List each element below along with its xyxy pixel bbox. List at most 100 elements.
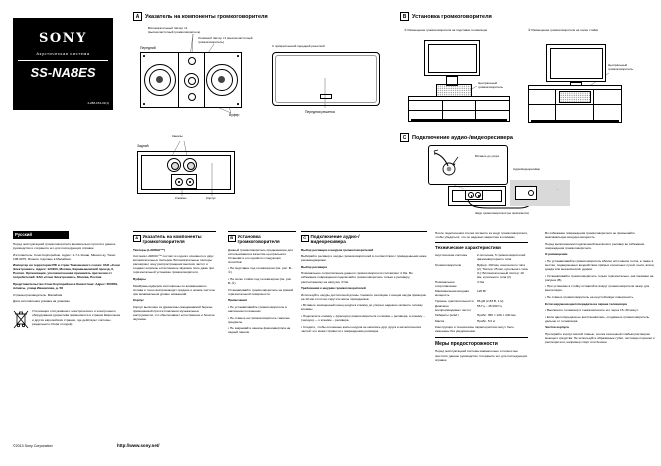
paragraph: Перед выполнением подключений выключите … bbox=[545, 241, 645, 250]
column-specs: После подключения слегка потяните за шну… bbox=[435, 231, 528, 364]
spec-value: 4 Ом bbox=[477, 280, 485, 285]
ports-label: Каналы bbox=[172, 134, 183, 138]
sony-logo: SONY bbox=[39, 31, 87, 46]
cabinet-divider bbox=[555, 89, 556, 122]
cabinet-top-edge bbox=[409, 100, 509, 101]
speaker-cord-label: Шнур громкоговорителя (не прилагается) bbox=[475, 211, 529, 215]
woofer-right bbox=[206, 64, 238, 96]
terminal-post bbox=[467, 192, 474, 198]
section-c-header: C Подключение аудио-/видеоресивера bbox=[400, 133, 513, 142]
spec-value: Вуфер: 100 мм, конического типа (2); Тви… bbox=[477, 262, 528, 279]
paragraph: Перед эксплуатацией системы внимательно … bbox=[435, 349, 528, 362]
list-item: • Устанавливайте громкоговоритель только… bbox=[545, 273, 654, 282]
av-receiver bbox=[515, 186, 537, 200]
spec-label: Громкоговорители bbox=[435, 262, 462, 267]
column-section-b: B Установка громкоговорителя Данный гром… bbox=[228, 231, 296, 337]
bass-reflex-port-left bbox=[167, 158, 181, 172]
list-item: • На полке стойки под телевизором (см. р… bbox=[228, 277, 292, 286]
subheading: О размещении bbox=[545, 252, 568, 257]
grille-caption: С прикрепленной передней решеткой bbox=[272, 44, 325, 48]
spec-label: Диапазон воспроизводимых частот bbox=[435, 304, 472, 313]
section-b-title: Установка громкоговорителя bbox=[412, 13, 492, 20]
paragraph: Устанавливайте громкоговоритель на ровно… bbox=[228, 287, 294, 296]
spec-label: Масса bbox=[435, 318, 445, 323]
section-b-letter: B bbox=[400, 12, 409, 21]
spec-value: 2-полосная, 5 громкоговорителей, фазоинв… bbox=[477, 253, 527, 262]
speaker-rear-view bbox=[137, 151, 235, 194]
sony-badge bbox=[320, 94, 332, 99]
spec-value: 120 Вт bbox=[477, 289, 487, 294]
column-section-a: A Указатель на компоненты громкоговорите… bbox=[133, 231, 216, 324]
product-tagline: Акустическая система bbox=[36, 51, 90, 56]
paragraph: Перед эксплуатацией громкоговорителя вни… bbox=[13, 241, 116, 250]
spec-label: Номинальное сопротивление bbox=[435, 280, 457, 289]
install-option2-caption: ② Размещение громкоговорителя на полке с… bbox=[528, 28, 599, 32]
brand-box: SONY Акустическая система SS-NA8ES 4-288… bbox=[13, 18, 113, 110]
section-a-letter: A bbox=[133, 12, 142, 21]
heading-text: Установка громкоговорителя bbox=[237, 234, 280, 245]
cabinet-divider bbox=[593, 89, 594, 122]
list-item: • Не закрывайте каналы фазоинвертора на … bbox=[228, 326, 291, 335]
spec-label: Уровень чувствительности bbox=[435, 298, 474, 303]
cabinet-shelf-line bbox=[409, 110, 509, 111]
sony-url: http://www.sony.net/ bbox=[117, 443, 160, 448]
section-b-letter: B bbox=[228, 234, 236, 242]
list-item: • На подставке под телевизором (см. рис.… bbox=[228, 266, 293, 275]
install-option1-caption: ① Размещение громкоговорителя на подстав… bbox=[404, 28, 488, 32]
spec-row: Максимальная входная мощность 120 Вт bbox=[435, 289, 528, 297]
grille-label: Передняя решетка bbox=[305, 110, 335, 114]
spec-label: Максимальная входная мощность bbox=[435, 289, 469, 298]
list-item: • Вставьте зачищенный конец шнура в клем… bbox=[301, 303, 423, 312]
front-view-label: Передний bbox=[140, 46, 156, 50]
paragraph: Протирайте корпус мягкой тканью, слегка … bbox=[545, 331, 655, 345]
tweeter-panel bbox=[178, 53, 205, 107]
woofer-left bbox=[144, 64, 176, 96]
assist-tweeter-top bbox=[187, 57, 196, 65]
main-tweeter bbox=[184, 73, 199, 88]
paragraph: Номинальное сопротивление данного громко… bbox=[301, 271, 413, 284]
terminal-inset: Вставьте до упора bbox=[428, 145, 508, 185]
column-a-heading: A Указатель на компоненты громкоговорите… bbox=[133, 234, 216, 245]
subheading: Требования к шнурам громкоговорителей bbox=[301, 286, 366, 291]
subheading: Примечания bbox=[228, 298, 248, 303]
woofer-label: Вуфер bbox=[229, 113, 240, 117]
language-banner: Русский bbox=[13, 231, 69, 239]
model-name: SS-NA8ES bbox=[30, 65, 96, 80]
spec-row: Уровень чувствительности 86 дБ (2,83 В, … bbox=[435, 299, 528, 303]
speaker-grille-view bbox=[272, 52, 380, 106]
list-item: • Не ставьте громкоговоритель на неустой… bbox=[545, 294, 635, 299]
paragraph: Используйте шнуры достаточной длины. Сни… bbox=[301, 292, 427, 301]
column-precautions: Во избежание повреждения громкоговорител… bbox=[545, 231, 655, 347]
spec-row: Акустическая система 2-полосная, 5 громк… bbox=[435, 253, 528, 261]
section-c-letter: C bbox=[400, 133, 409, 142]
main-tweeter-callout: Основной твитер ×1 (высокочастотный гром… bbox=[198, 36, 253, 44]
paragraph: Во избежание повреждения громкоговорител… bbox=[545, 231, 636, 240]
paragraph: Корпус выполнен из древесины скандинавск… bbox=[133, 304, 215, 322]
subheading: Твитеры (I-ARRAY™) bbox=[133, 247, 165, 252]
weee-crossed-bin-icon bbox=[13, 311, 29, 329]
center-speaker-label-2: Центральный громкоговоритель bbox=[608, 63, 634, 71]
continuation-dots: … bbox=[556, 187, 559, 191]
list-item: • Если цветопередача не восстановилась, … bbox=[545, 314, 650, 323]
column-c-heading: C Подключение аудио-/видеоресивера bbox=[301, 234, 381, 245]
specs-title: Технические характеристики bbox=[435, 242, 528, 251]
subheading: Выбор ресивера и шнуров громкоговорителе… bbox=[301, 247, 374, 252]
heading-text: Указатель на компоненты громкоговорителя bbox=[142, 234, 202, 245]
spec-value: Прибл. 5,6 кг bbox=[477, 318, 496, 323]
cabinet-top-edge bbox=[529, 89, 621, 90]
spec-row: Габариты (ш/в/г) Прибл. 350 × 126 × 240 … bbox=[435, 313, 528, 317]
divider bbox=[18, 60, 108, 61]
paragraph: Данный громкоговоритель предназначен для… bbox=[228, 247, 293, 264]
section-c-title: Подключение аудио-/видеоресивера bbox=[412, 134, 513, 141]
center-speaker-2 bbox=[559, 91, 591, 103]
speaker-rear-small bbox=[448, 186, 506, 206]
spec-value: 86 дБ (2,83 В, 1 м) bbox=[477, 298, 504, 303]
list-item: • Не ставьте на громкоговоритель тяжелые… bbox=[228, 315, 290, 324]
cabinet-divider bbox=[442, 100, 443, 121]
terminal-post-minus bbox=[186, 178, 194, 186]
cabinet-plinth bbox=[531, 120, 619, 122]
av-cabinet-1 bbox=[408, 96, 510, 122]
speaker-front-view bbox=[140, 52, 242, 108]
spec-label: Акустическая система bbox=[435, 253, 467, 258]
spec-value: Прибл. 350 × 126 × 240 мм bbox=[477, 313, 516, 318]
